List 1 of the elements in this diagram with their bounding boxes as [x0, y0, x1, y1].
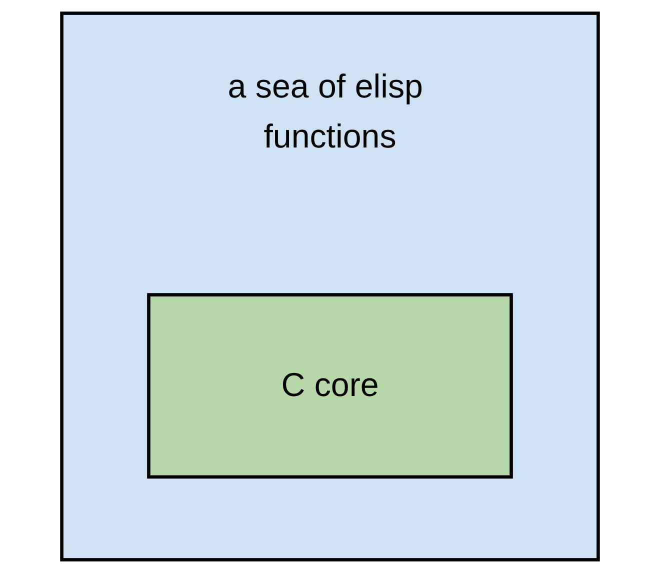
- node-box: C core: [147, 293, 513, 479]
